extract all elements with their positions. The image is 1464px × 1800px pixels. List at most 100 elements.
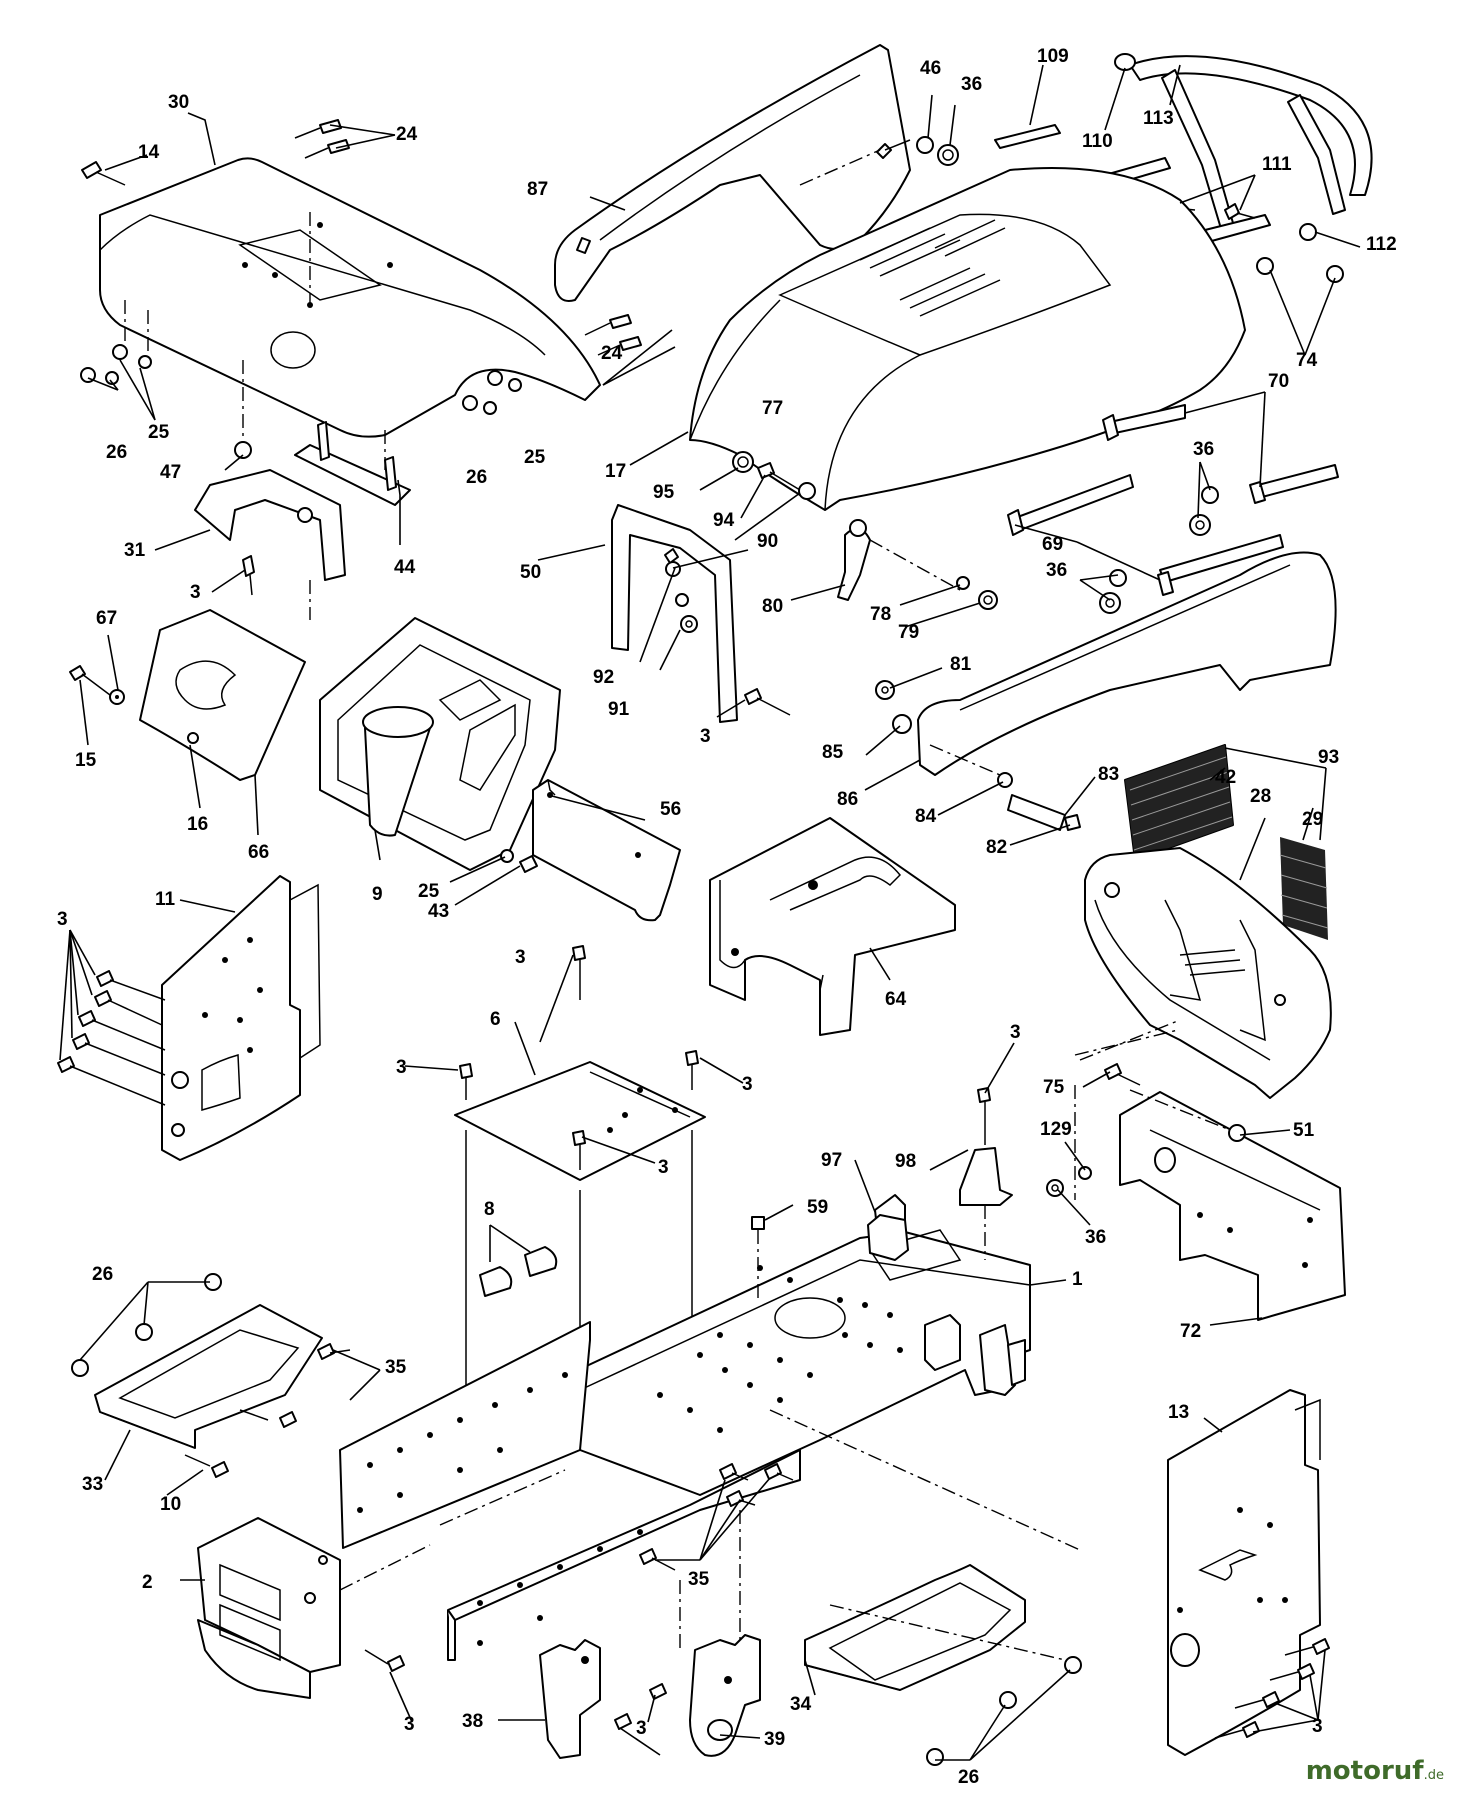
screw-group-3-left xyxy=(57,970,166,1106)
callout-34: 34 xyxy=(790,1694,812,1715)
callout-30: 30 xyxy=(168,92,189,113)
callout-25-a: 25 xyxy=(148,422,170,443)
callout-97: 97 xyxy=(821,1150,842,1171)
bracket-part-38 xyxy=(539,1639,667,1759)
callout-56: 56 xyxy=(660,799,681,820)
callout-16: 16 xyxy=(187,814,208,835)
side-panel-part-13 xyxy=(1167,1389,1321,1756)
screw-part-3-a xyxy=(242,555,255,596)
callout-3-h: 3 xyxy=(658,1157,669,1178)
washer-part-67 xyxy=(109,689,125,705)
callout-69: 69 xyxy=(1042,534,1063,555)
callout-74: 74 xyxy=(1296,350,1318,371)
front-plate-part-2 xyxy=(197,1517,431,1699)
callout-113: 113 xyxy=(1143,108,1174,129)
callout-112: 112 xyxy=(1366,234,1397,255)
callout-111: 111 xyxy=(1262,154,1292,175)
callout-72: 72 xyxy=(1180,1321,1201,1342)
callout-10: 10 xyxy=(160,1494,181,1515)
callout-42: 42 xyxy=(1215,767,1236,788)
callout-91: 91 xyxy=(608,699,630,720)
callout-36-b: 36 xyxy=(1193,439,1214,460)
callout-64: 64 xyxy=(885,989,907,1010)
bracket-part-97 xyxy=(867,1214,909,1261)
callout-3-g: 3 xyxy=(742,1074,753,1095)
callout-3-j: 3 xyxy=(636,1718,647,1739)
bar-part-109 xyxy=(994,124,1061,149)
callout-29: 29 xyxy=(1302,809,1323,830)
hood-side-part-87 xyxy=(554,44,911,302)
frame-side-rail-left xyxy=(339,1321,591,1549)
nut-washer-group-left xyxy=(80,300,522,415)
washer-screw-25-43 xyxy=(500,849,538,873)
callout-3-b: 3 xyxy=(57,909,68,930)
callout-110: 110 xyxy=(1082,131,1113,152)
console-part-9 xyxy=(319,617,561,871)
screw-part-15 xyxy=(69,665,111,696)
hinge-group-77-80 xyxy=(732,451,998,610)
fastener-46-36-top xyxy=(799,136,959,186)
callout-26-c: 26 xyxy=(92,1264,113,1285)
front-grille-part-86 xyxy=(917,551,1337,776)
footrest-part-33 xyxy=(94,1304,323,1449)
rear-fender-part-28 xyxy=(1084,847,1332,1099)
callout-87: 87 xyxy=(527,179,548,200)
callout-93: 93 xyxy=(1318,747,1339,768)
callout-25-b: 25 xyxy=(418,881,440,902)
callout-59: 59 xyxy=(807,1197,828,1218)
bumper-tube-part-113 xyxy=(1104,53,1373,243)
callout-13: 13 xyxy=(1168,1402,1189,1423)
callout-9: 9 xyxy=(372,884,383,905)
callout-28: 28 xyxy=(1250,786,1271,807)
callout-80: 80 xyxy=(762,596,783,617)
callout-11: 11 xyxy=(155,889,176,910)
callout-3-f: 3 xyxy=(396,1057,407,1078)
callout-14: 14 xyxy=(138,142,160,163)
callout-26-a: 26 xyxy=(106,442,127,463)
callout-26-d: 26 xyxy=(958,1767,979,1788)
callout-82: 82 xyxy=(986,837,1007,858)
callout-8: 8 xyxy=(484,1199,495,1220)
callout-95: 95 xyxy=(653,482,675,503)
callout-25-c: 25 xyxy=(524,447,546,468)
frame-part-1 xyxy=(577,1194,1031,1496)
rear-bracket-part-72 xyxy=(1119,1091,1346,1321)
callout-109: 109 xyxy=(1037,46,1069,67)
callout-36-a: 36 xyxy=(961,74,982,95)
callout-75: 75 xyxy=(1043,1077,1065,1098)
callout-39: 39 xyxy=(764,1729,785,1750)
callout-3-d: 3 xyxy=(1010,1022,1021,1043)
callout-2: 2 xyxy=(142,1572,153,1593)
callout-36-c: 36 xyxy=(1046,560,1067,581)
callout-3-i: 3 xyxy=(404,1714,415,1735)
callout-3-k: 3 xyxy=(1312,1716,1323,1737)
callout-77: 77 xyxy=(762,398,783,419)
bracket-part-56 xyxy=(532,779,681,922)
alignment-lines xyxy=(439,1019,1181,1551)
callout-1: 1 xyxy=(1072,1269,1083,1290)
footrest-part-34 xyxy=(804,1564,1026,1691)
hood-part-17 xyxy=(689,167,1246,511)
callout-129: 129 xyxy=(1040,1119,1072,1140)
watermark-logo: motoruf.de xyxy=(1306,1756,1444,1786)
callout-31: 31 xyxy=(124,540,146,561)
watermark-suffix: .de xyxy=(1423,1768,1444,1783)
callout-15: 15 xyxy=(75,750,97,771)
screw-part-3-front xyxy=(364,1649,405,1672)
callout-46: 46 xyxy=(920,58,941,79)
callout-43: 43 xyxy=(428,901,449,922)
callout-3-a: 3 xyxy=(190,582,201,603)
callout-17: 17 xyxy=(605,461,626,482)
dash-frame-part-64 xyxy=(709,817,956,1036)
frame-side-rail-right xyxy=(447,1449,801,1661)
screw-part-14 xyxy=(81,161,126,186)
callout-50: 50 xyxy=(520,562,541,583)
screen-part-42 xyxy=(1124,744,1234,861)
bracket-part-98 xyxy=(959,1087,1013,1260)
bracket-part-31 xyxy=(194,360,346,620)
support-bars-69-70 xyxy=(1007,404,1339,614)
callout-6: 6 xyxy=(490,1009,501,1030)
callout-78: 78 xyxy=(870,604,891,625)
side-panel-part-11 xyxy=(161,875,321,1161)
